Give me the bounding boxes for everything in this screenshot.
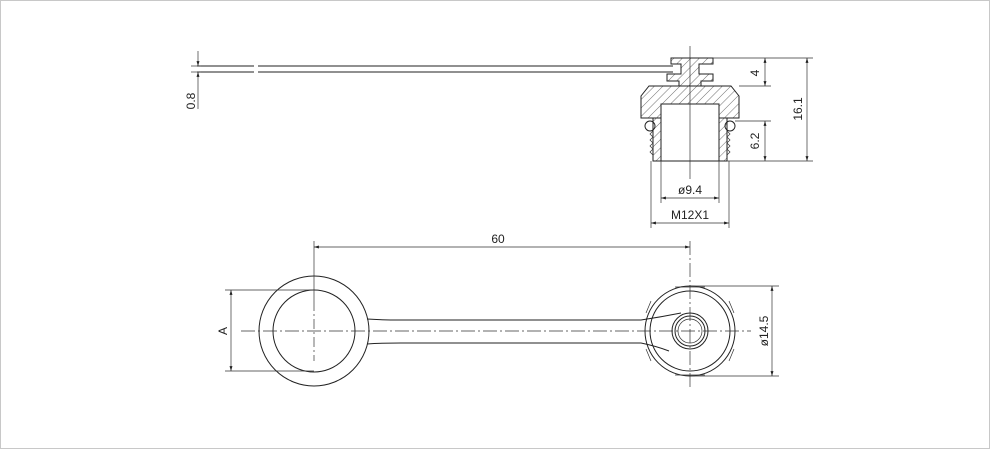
top-view: 60 A ø14.5 [216,232,779,389]
dim-label: ø9.4 [678,183,702,197]
cap-wall-left [652,117,662,162]
o-ring-right [724,120,736,132]
thread-left [649,130,731,156]
dim-label: M12X1 [671,208,709,222]
dim-bore-diameter: ø9.4 [660,161,720,203]
dim-wire-thickness: 0.8 [184,51,201,109]
dim-label: A [216,327,230,335]
dim-label: 16.1 [791,97,805,121]
dim-length: 60 [313,232,690,301]
dim-thread: M12X1 [650,161,730,228]
dim-ring-size: A [216,289,314,372]
dim-total-height: 16.1 [727,58,813,162]
dim-label: 0.8 [184,92,198,109]
strap-arm [366,312,682,352]
dim-head-height: 4 [713,57,813,87]
dim-label: 4 [748,69,762,76]
dim-label: 60 [491,232,505,246]
cap-wall-right [718,117,728,162]
dim-label: ø14.5 [757,315,771,346]
side-view: 0.8 4 16.1 6.2 ø9.4 [184,46,813,228]
dim-label: 6.2 [748,132,762,149]
o-ring-left [644,120,656,132]
dim-thread-length: 6.2 [735,120,771,161]
wire [197,65,673,73]
dim-cap-diameter: ø14.5 [690,285,779,377]
